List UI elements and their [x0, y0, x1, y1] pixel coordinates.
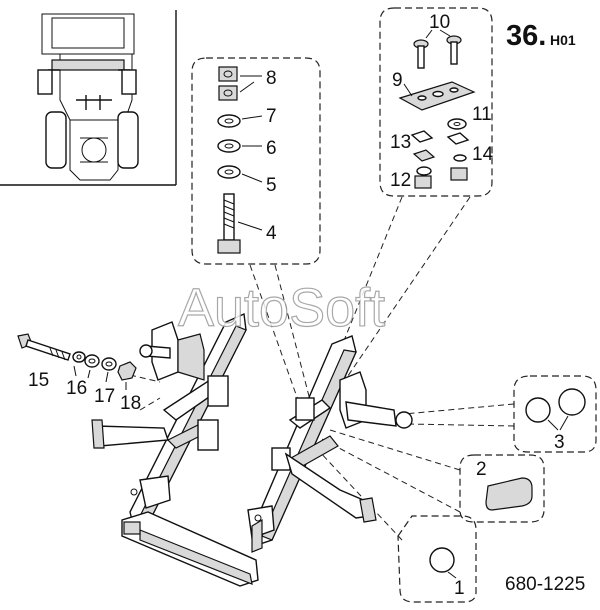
nut-icon: [450, 167, 468, 181]
part-label-14: 14: [472, 144, 494, 165]
bolt-icon: [413, 35, 462, 69]
part-label-11: 11: [472, 104, 492, 125]
part-label-15: 15: [28, 370, 49, 391]
part-label-2: 2: [476, 459, 487, 480]
part-label-9: 9: [392, 70, 403, 91]
part-label-13: 13: [390, 132, 411, 153]
nut-icon: [218, 66, 238, 82]
part-label-18: 18: [120, 393, 141, 414]
catalog-code-suffix: H01: [550, 32, 576, 48]
drawing-number: 680-1225: [505, 574, 585, 595]
washer-icon: [217, 165, 241, 179]
part-label-6: 6: [266, 138, 277, 159]
bolt-assembly-callout: 8 7 6 5 4: [191, 57, 321, 265]
catalog-code: 36.: [506, 20, 546, 52]
tractor-overview-inset: [0, 10, 177, 186]
part-label-12: 12: [390, 170, 411, 191]
part-label-7: 7: [266, 106, 277, 127]
part-label-8: 8: [266, 68, 277, 89]
part-label-4: 4: [266, 223, 277, 244]
plug-callout-1: 1: [397, 515, 477, 603]
nut-icon: [218, 85, 238, 101]
washer-icon: [217, 114, 241, 128]
bolt-icon: [17, 333, 71, 361]
part-label-1: 1: [454, 578, 465, 599]
cap-callout-3: 3: [513, 375, 597, 453]
mounting-plate-callout: 10 9 11 13 14 12: [379, 7, 494, 197]
nut-icon: [414, 175, 432, 189]
pad-callout-2: 2: [459, 454, 545, 523]
part-label-17: 17: [94, 386, 115, 407]
part-label-3: 3: [554, 432, 565, 453]
part-label-10: 10: [429, 12, 450, 33]
watermark: AutoSoft: [178, 278, 385, 338]
part-label-5: 5: [266, 175, 277, 196]
side-bolt-group: 15 16 17 18: [17, 333, 141, 414]
nut-icon: [117, 361, 137, 381]
part-label-16: 16: [66, 378, 87, 399]
washer-icon: [217, 139, 241, 153]
front-axle-frame: [91, 312, 413, 587]
bolt-icon: [217, 193, 241, 254]
